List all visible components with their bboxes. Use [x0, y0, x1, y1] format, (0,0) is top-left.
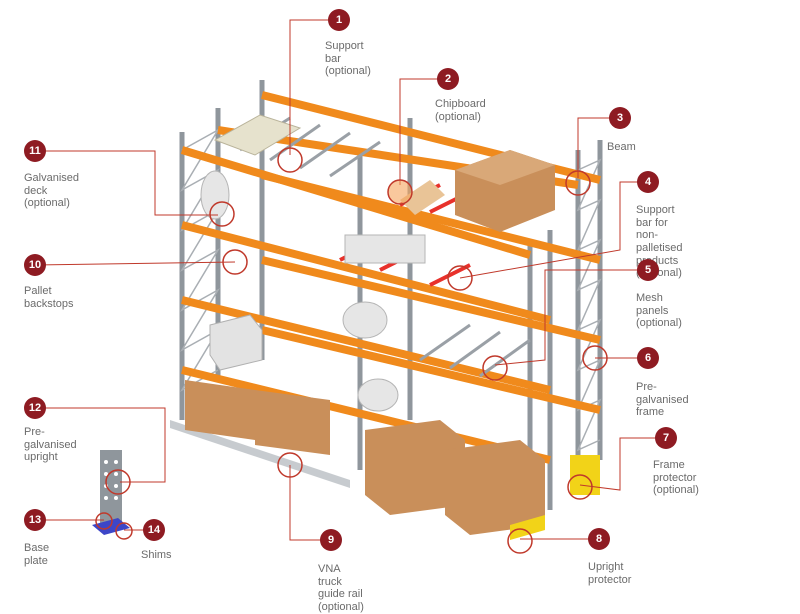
callout-10-badge: 10 [24, 254, 46, 276]
guide-rail [170, 420, 350, 488]
callout-12-badge: 12 [24, 397, 46, 419]
callout-2-badge: 2 [437, 68, 459, 90]
callout-11-badge: 11 [24, 140, 46, 162]
callout-14-badge: 14 [143, 519, 165, 541]
highlight-circles [95, 147, 608, 554]
callout-9-badge: 9 [320, 529, 342, 551]
pallet-racking-illustration [34, 19, 664, 554]
callout-10-label: Pallet backstops [24, 285, 74, 310]
loads [185, 114, 555, 535]
callout-5-badge: 5 [637, 259, 659, 281]
leader-lines [34, 19, 664, 541]
callout-3-badge: 3 [609, 107, 631, 129]
callout-6-badge: 6 [637, 347, 659, 369]
protectors [510, 455, 600, 540]
callout-6-label: Pre-galvanised frame [636, 381, 689, 419]
callout-4-label: Support bar for non-palletised products … [636, 204, 683, 280]
callout-1-label: Support bar (optional) [325, 40, 371, 78]
callout-3-label: Beam [607, 141, 636, 153]
callout-11-label: Galvanised deck (optional) [24, 172, 80, 210]
callout-7-label: Frame protector (optional) [653, 459, 699, 497]
callout-4-badge: 4 [637, 171, 659, 193]
callout-13-label: Base plate [24, 542, 50, 567]
rack-diagram: 1 Support bar (optional) 2 Chipboard (op… [24, 9, 699, 613]
callout-9-label: VNA truck guide rail (optional) [318, 563, 364, 613]
callout-7-badge: 7 [655, 427, 677, 449]
callout-8-badge: 8 [588, 528, 610, 550]
callout-2-label: Chipboard (optional) [435, 98, 486, 123]
callout-8-label: Upright protector [588, 561, 632, 586]
callout-1-badge: 1 [328, 9, 350, 31]
callout-5-label: Mesh panels (optional) [636, 292, 682, 330]
callout-12-label: Pre-galvanised upright [24, 426, 77, 464]
callout-13-badge: 13 [24, 509, 46, 531]
callout-14-label: Shims [141, 549, 172, 561]
